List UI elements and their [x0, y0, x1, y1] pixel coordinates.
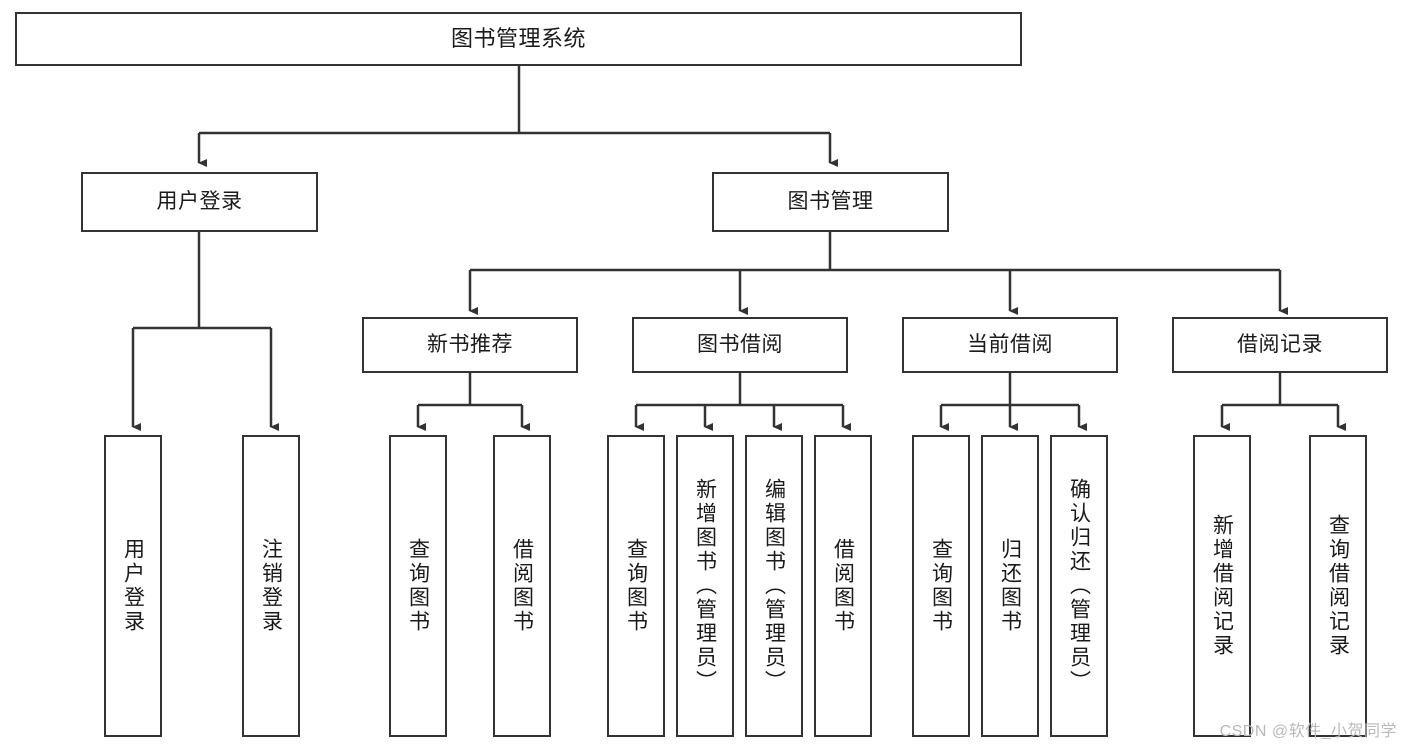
node-leaf-currentborrow-return-book-label: 归还图书: [998, 538, 1022, 634]
node-leaf-borrowrecord-query-record[interactable]: 查询借阅记录: [1309, 435, 1367, 737]
node-new-book-recommend-label: 新书推荐: [427, 332, 513, 356]
node-book-management[interactable]: 图书管理: [712, 172, 949, 232]
node-leaf-currentborrow-return-book[interactable]: 归还图书: [981, 435, 1039, 737]
node-leaf-bookborrow-query-book-label: 查询图书: [624, 538, 648, 634]
node-book-borrow[interactable]: 图书借阅: [632, 317, 848, 373]
node-leaf-currentborrow-confirm-return-admin[interactable]: 确认归还（管理员）: [1050, 435, 1108, 737]
node-leaf-bookborrow-edit-book-admin-label: 编辑图书（管理员）: [762, 478, 786, 694]
node-root-book-management-system[interactable]: 图书管理系统: [15, 12, 1022, 66]
node-root-label: 图书管理系统: [450, 26, 586, 52]
node-leaf-logout[interactable]: 注销登录: [242, 435, 300, 737]
node-borrow-record-label: 借阅记录: [1237, 332, 1323, 356]
node-leaf-currentborrow-query-book-label: 查询图书: [929, 538, 953, 634]
node-leaf-bookborrow-borrow-book[interactable]: 借阅图书: [814, 435, 872, 737]
node-current-borrow-label: 当前借阅: [967, 332, 1053, 356]
node-leaf-user-login[interactable]: 用户登录: [104, 435, 162, 737]
node-leaf-bookborrow-add-book-admin-label: 新增图书（管理员）: [693, 478, 717, 694]
node-leaf-newbook-query-book-label: 查询图书: [406, 538, 430, 634]
node-leaf-borrowrecord-add-record[interactable]: 新增借阅记录: [1193, 435, 1251, 737]
node-leaf-borrowrecord-add-record-label: 新增借阅记录: [1210, 514, 1234, 658]
node-borrow-record[interactable]: 借阅记录: [1172, 317, 1388, 373]
node-leaf-currentborrow-confirm-return-admin-label: 确认归还（管理员）: [1067, 478, 1091, 694]
node-leaf-bookborrow-borrow-book-label: 借阅图书: [831, 538, 855, 634]
node-user-login-label: 用户登录: [156, 189, 243, 213]
node-leaf-bookborrow-query-book[interactable]: 查询图书: [607, 435, 665, 737]
node-leaf-user-login-label: 用户登录: [121, 538, 145, 634]
node-leaf-borrowrecord-query-record-label: 查询借阅记录: [1326, 514, 1350, 658]
node-leaf-currentborrow-query-book[interactable]: 查询图书: [912, 435, 970, 737]
node-book-borrow-label: 图书借阅: [697, 332, 783, 356]
node-leaf-newbook-borrow-book-label: 借阅图书: [510, 538, 534, 634]
node-leaf-newbook-borrow-book[interactable]: 借阅图书: [493, 435, 551, 737]
node-leaf-logout-label: 注销登录: [259, 538, 283, 634]
node-user-login[interactable]: 用户登录: [81, 172, 318, 232]
node-book-management-label: 图书管理: [787, 189, 874, 213]
node-current-borrow[interactable]: 当前借阅: [902, 317, 1118, 373]
node-new-book-recommend[interactable]: 新书推荐: [362, 317, 578, 373]
node-leaf-bookborrow-edit-book-admin[interactable]: 编辑图书（管理员）: [745, 435, 803, 737]
node-leaf-newbook-query-book[interactable]: 查询图书: [389, 435, 447, 737]
node-leaf-bookborrow-add-book-admin[interactable]: 新增图书（管理员）: [676, 435, 734, 737]
